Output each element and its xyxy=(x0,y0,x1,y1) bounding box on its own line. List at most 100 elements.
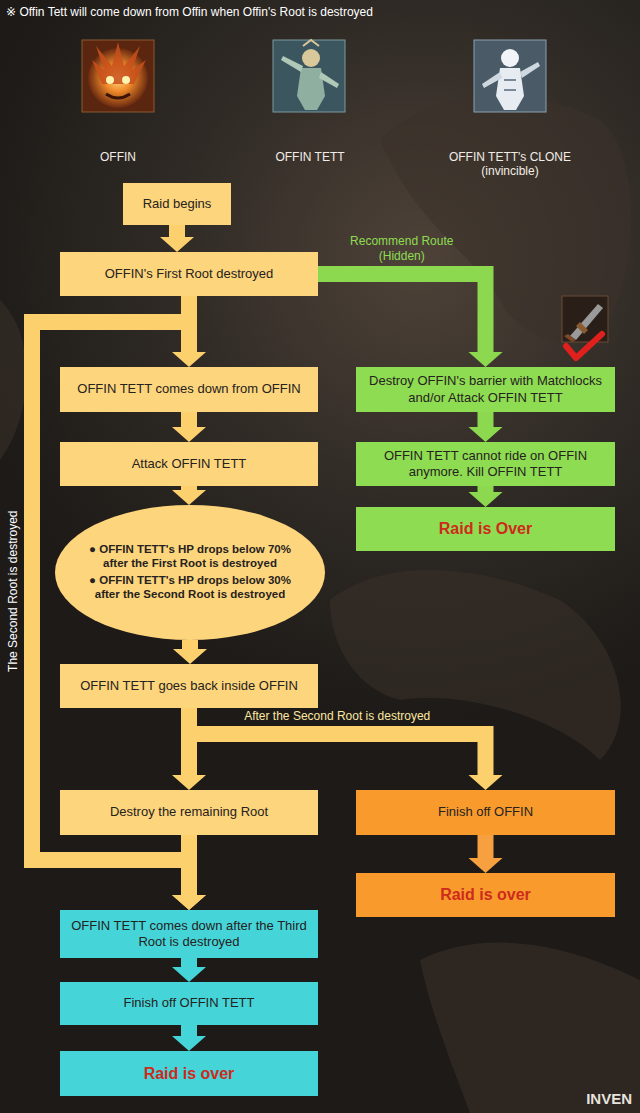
flow-arrow xyxy=(469,486,503,507)
check-mark xyxy=(566,334,602,358)
art-part xyxy=(302,49,320,67)
arrow-band xyxy=(181,412,197,428)
arrow-head xyxy=(172,895,206,910)
clone-portrait xyxy=(474,40,546,112)
art-part xyxy=(0,300,26,460)
flow-arrow xyxy=(172,1025,206,1051)
arrow-head xyxy=(172,895,206,910)
arrow-band xyxy=(478,835,494,859)
process-box: Destroy the remaining Root xyxy=(60,790,318,835)
art-part xyxy=(576,322,588,334)
outcome-text: Raid is Over xyxy=(439,519,532,539)
art-part xyxy=(474,40,546,112)
process-box: OFFIN TETT comes down from OFFIN xyxy=(60,367,318,412)
ellipse-fill xyxy=(55,505,325,640)
node-text: ● OFFIN TETT's HP drops below 30% after … xyxy=(88,574,293,602)
arrow-head xyxy=(469,858,503,873)
flow-arrow xyxy=(173,640,207,664)
arrow-band xyxy=(181,958,197,968)
art-part xyxy=(106,94,130,98)
arrow-band xyxy=(318,274,486,353)
offin-tett-portrait xyxy=(273,40,345,112)
node-text: Destroy the remaining Root xyxy=(110,804,268,820)
outcome-box: Raid is over xyxy=(356,873,615,917)
arrow-head xyxy=(172,352,206,367)
art-part xyxy=(520,62,540,78)
portrait-caption: OFFIN TETT xyxy=(230,150,390,164)
outcome-box: Raid is over xyxy=(60,1051,318,1096)
art-part xyxy=(82,40,154,112)
arrow-head xyxy=(469,427,503,442)
edge-label: Recommend Route (Hidden) xyxy=(342,234,462,263)
flow-arrow xyxy=(469,412,503,442)
flow-arrow xyxy=(469,835,503,873)
process-box: OFFIN TETT cannot ride on OFFIN anymore.… xyxy=(356,442,615,486)
arrow-band xyxy=(169,225,185,238)
arrow-head xyxy=(172,490,206,505)
portrait-caption: OFFIN xyxy=(38,150,198,164)
art-part xyxy=(92,42,146,84)
edge-label: The Second Root is destroyed xyxy=(6,510,20,671)
ellipse-text-wrap: ● OFFIN TETT's HP drops below 70% after … xyxy=(88,543,293,601)
node-text: Raid begins xyxy=(143,196,212,212)
offin-portrait xyxy=(82,40,154,112)
node-text: OFFIN's First Root destroyed xyxy=(105,266,274,282)
flow-arrow xyxy=(160,225,194,252)
process-box: OFFIN TETT goes back inside OFFIN xyxy=(60,664,318,708)
condition-ellipse: ● OFFIN TETT's HP drops below 70% after … xyxy=(55,505,325,640)
arrow-head xyxy=(172,1036,206,1051)
art-part xyxy=(303,40,319,46)
node-text: Finish off OFFIN xyxy=(438,804,533,820)
process-box: Finish off OFFIN TETT xyxy=(60,982,318,1025)
arrow-band xyxy=(182,640,198,650)
creature-silhouette xyxy=(0,95,640,1113)
watermark: INVEN xyxy=(586,1090,632,1108)
flow-arrow xyxy=(172,486,206,505)
process-box: Destroy OFFIN's barrier with Matchlocks … xyxy=(356,367,615,412)
art-part xyxy=(564,334,576,342)
edge-label: After the Second Root is destroyed xyxy=(244,709,430,723)
node-text: Attack OFFIN TETT xyxy=(132,456,247,472)
art-part xyxy=(380,95,631,341)
node-text: Finish off OFFIN TETT xyxy=(124,995,255,1011)
arrow-head xyxy=(469,775,503,790)
process-box: OFFIN's First Root destroyed xyxy=(60,252,318,296)
arrow-head xyxy=(173,649,207,664)
note-text: ※ Offin Tett will come down from Offin w… xyxy=(6,5,373,19)
outcome-text: Raid is over xyxy=(440,885,531,905)
art-part xyxy=(281,56,303,72)
node-text: Destroy OFFIN's barrier with Matchlocks … xyxy=(366,373,605,406)
portrait-caption: OFFIN TETT's CLONE (invincible) xyxy=(435,150,585,179)
start-box: Raid begins xyxy=(123,183,231,225)
node-text: OFFIN TETT comes down after the Third Ro… xyxy=(70,918,308,951)
art-part xyxy=(319,72,339,88)
arrow-head xyxy=(172,427,206,442)
flow-arrow xyxy=(172,958,206,982)
arrow-head xyxy=(469,352,503,367)
flow-arrow xyxy=(318,274,503,367)
flow-arrow xyxy=(189,708,503,790)
process-box: OFFIN TETT comes down after the Third Ro… xyxy=(60,910,318,958)
flow-arrow xyxy=(172,412,206,442)
art-part xyxy=(504,80,516,90)
outcome-box: Raid is Over xyxy=(356,507,615,551)
art-part xyxy=(273,40,345,112)
arrow-head xyxy=(172,967,206,982)
ellipse-shape xyxy=(55,505,325,640)
node-text: OFFIN TETT cannot ride on OFFIN anymore.… xyxy=(366,448,605,481)
process-box: Finish off OFFIN xyxy=(356,790,615,835)
arrow-band xyxy=(478,412,494,428)
arrow-head xyxy=(160,237,194,252)
art-part xyxy=(420,943,640,1113)
flow-arrow xyxy=(172,835,206,910)
node-text: OFFIN TETT goes back inside OFFIN xyxy=(80,678,298,694)
arrow-head xyxy=(469,492,503,507)
art-part xyxy=(482,72,502,88)
arrow-head xyxy=(172,775,206,790)
node-text: ● OFFIN TETT's HP drops below 70% after … xyxy=(88,543,293,571)
process-box: Attack OFFIN TETT xyxy=(60,442,318,486)
outcome-text: Raid is over xyxy=(144,1064,235,1084)
